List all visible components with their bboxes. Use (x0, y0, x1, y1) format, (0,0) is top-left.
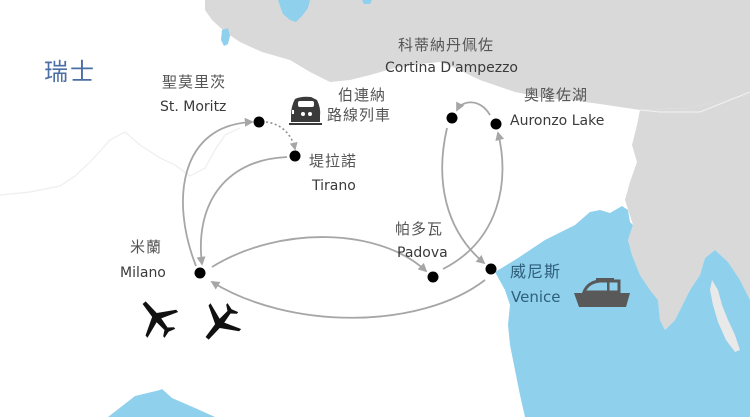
route-tirano-milano (196, 156, 288, 266)
stop-label-en-venice: Venice (511, 288, 561, 306)
stop-label-zh-milano: 米蘭 (130, 238, 163, 256)
sea (495, 206, 750, 417)
neighbor-land-east (625, 95, 750, 330)
country-label-switzerland: 瑞士 (44, 58, 96, 86)
route-milano-padova (211, 236, 428, 273)
boat-icon (574, 278, 630, 307)
stop-dot-padova[interactable] (427, 271, 439, 283)
stop-dot-st-moritz[interactable] (253, 116, 265, 128)
lake (362, 0, 372, 4)
stop-label-en-milano: Milano (120, 265, 166, 281)
stop-dot-tirano[interactable] (289, 150, 301, 162)
airplane-icon (142, 301, 179, 338)
island (710, 280, 740, 352)
train-icon (289, 96, 322, 125)
stop-label-en-cortina: Cortina D'ampezzo (385, 60, 518, 76)
airplane-icon (205, 303, 242, 340)
route-auronzo-cortina (456, 101, 491, 116)
stop-label-en-padova: Padova (397, 245, 448, 261)
lake (278, 0, 310, 22)
stop-dot-venice[interactable] (485, 263, 497, 275)
border-line (0, 127, 241, 196)
stop-dot-auronzo[interactable] (490, 118, 502, 130)
stop-label-zh-tirano: 堤拉諾 (309, 152, 358, 170)
stop-label-en-auronzo: Auronzo Lake (510, 113, 605, 129)
stop-label-zh-venice: 威尼斯 (510, 262, 562, 281)
route-milano-stmoritz (182, 117, 254, 267)
stop-label-zh-padova: 帕多瓦 (395, 220, 444, 238)
stop-dot-cortina[interactable] (446, 112, 458, 124)
route-padova-auronzo (442, 131, 505, 270)
neighbor-land-north (205, 0, 750, 110)
stop-label-en-st-moritz: St. Moritz (160, 99, 227, 115)
route-cortina-venice (441, 127, 486, 265)
route-lines (182, 101, 505, 319)
train-label-line1: 伯連納 (338, 86, 387, 104)
stop-dot-milano[interactable] (194, 267, 206, 279)
train-label-line2: 路線列車 (327, 106, 392, 124)
border-line (639, 91, 750, 113)
stop-label-zh-auronzo: 奧隆佐湖 (524, 86, 589, 104)
stop-label-zh-st-moritz: 聖莫里茨 (162, 73, 227, 91)
lake (221, 28, 230, 46)
route-venice-milano (210, 279, 486, 319)
stop-label-zh-cortina: 科蒂納丹佩佐 (398, 36, 495, 54)
route-train-stmoritz-tirano (265, 121, 298, 151)
stop-label-en-tirano: Tirano (312, 178, 356, 194)
sea-southwest (108, 389, 215, 417)
